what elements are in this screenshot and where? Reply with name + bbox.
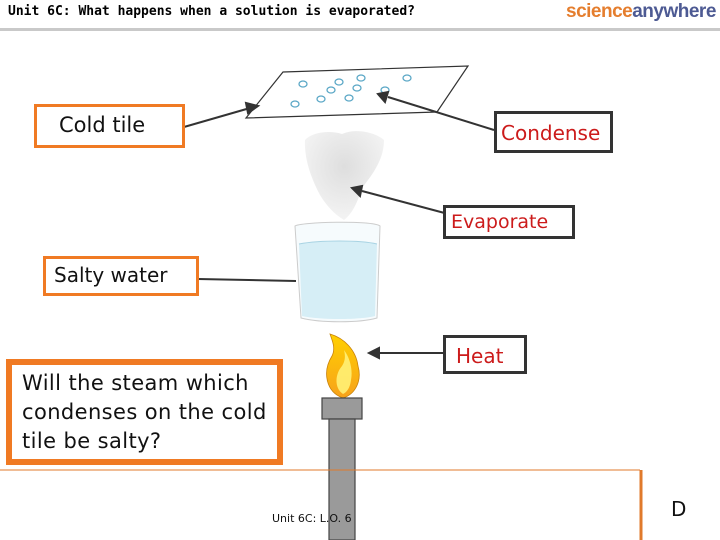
droplet: [326, 86, 336, 94]
question-box: Will the steam which condenses on the co…: [6, 359, 283, 465]
droplet: [316, 95, 326, 103]
evaporate-arrowhead: [349, 184, 364, 199]
burner-collar: [321, 397, 363, 420]
droplet: [356, 74, 366, 82]
cold-tile-label: Cold tile: [34, 104, 185, 148]
droplet: [344, 94, 354, 102]
cold-tile: [244, 65, 470, 119]
water-surface: [298, 240, 378, 245]
evaporate-label-text: Evaporate: [451, 211, 549, 233]
salty-water-label: Salty water: [43, 256, 199, 296]
droplet: [352, 84, 362, 92]
pointer-lines: [183, 90, 495, 360]
condense-label-text: Condense: [501, 121, 601, 145]
evaporate-arrow: [361, 190, 453, 216]
droplet: [290, 100, 300, 108]
header-divider: [0, 28, 720, 31]
cold-tile-arrowhead: [244, 101, 261, 115]
droplet: [402, 74, 412, 82]
science-anywhere-logo: scienceanywhere: [566, 1, 716, 23]
heat-arrowhead: [366, 346, 380, 360]
droplet: [298, 80, 308, 88]
burner-tube: [328, 418, 356, 540]
logo-part-anywhere: anywhere: [632, 1, 716, 22]
heat-label: Heat: [443, 335, 527, 374]
cold-tile-label-text: Cold tile: [59, 113, 146, 137]
salty-water: [299, 241, 377, 319]
condense-arrowhead: [376, 90, 390, 105]
footer-unit-label: Unit 6C: L.O. 6: [272, 512, 352, 525]
salty-water-arrow: [197, 278, 297, 282]
condensed-droplets: [290, 74, 412, 108]
cold-tile-arrow: [183, 107, 251, 128]
salty-water-label-text: Salty water: [54, 263, 168, 287]
condense-arrow: [387, 96, 495, 131]
heat-label-text: Heat: [456, 344, 504, 368]
flame-inner: [336, 350, 352, 394]
steam-cloud: [304, 131, 384, 220]
logo-part-science: science: [566, 1, 633, 22]
evaporate-label: Evaporate: [443, 205, 575, 239]
page-letter: D: [671, 497, 687, 521]
droplet: [334, 78, 344, 86]
condense-label: Condense: [494, 111, 613, 153]
slide-title: Unit 6C: What happens when a solution is…: [8, 4, 415, 19]
